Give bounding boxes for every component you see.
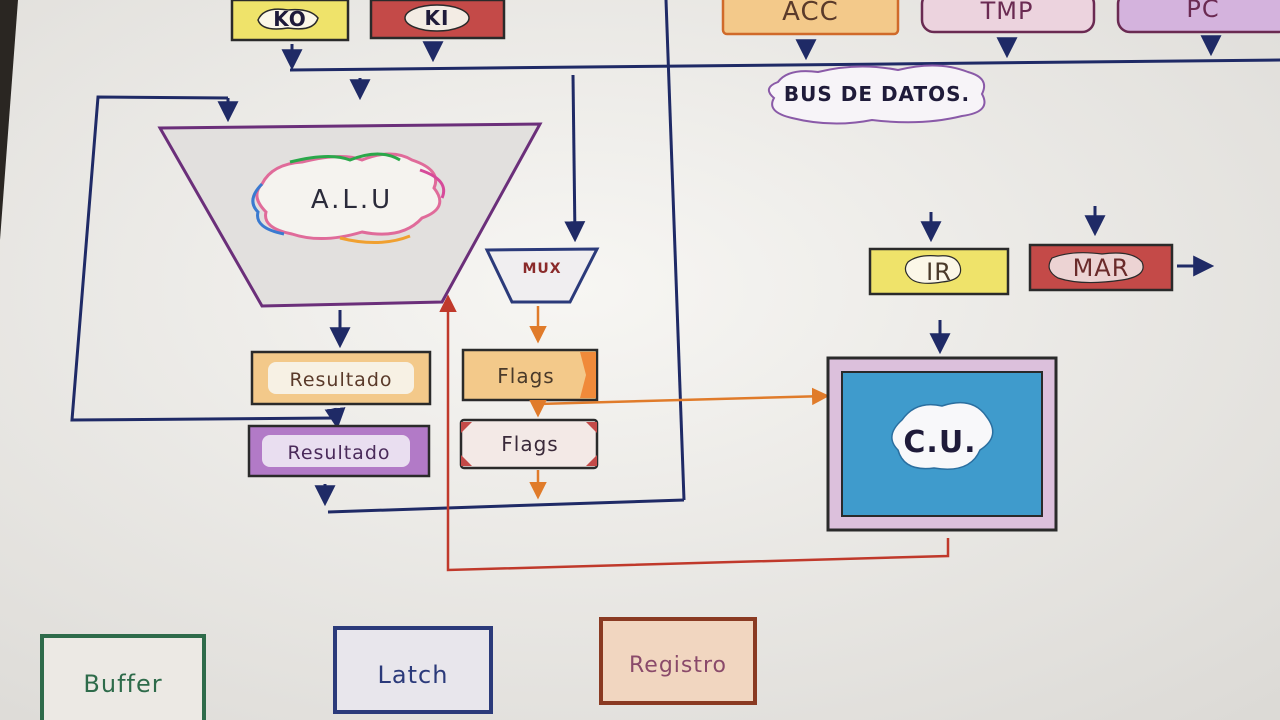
legend-registro-swatch — [599, 617, 757, 705]
control-unit-block — [826, 356, 1058, 532]
acc-register — [721, 0, 900, 36]
pc-register — [1116, 0, 1280, 34]
ko-register — [230, 0, 350, 42]
legend-buffer-swatch — [40, 634, 206, 720]
alu-block — [157, 122, 543, 308]
ki-register — [369, 0, 506, 40]
tmp-register — [920, 0, 1096, 34]
data-bus-lines — [70, 0, 1280, 514]
flags-buffer-box — [459, 418, 599, 470]
mux-block — [484, 247, 600, 304]
mar-register — [1028, 243, 1174, 292]
ir-register — [868, 247, 1010, 296]
bus-arrows — [281, 35, 1222, 507]
legend-latch-swatch — [333, 626, 493, 714]
flag-arrows — [529, 306, 830, 500]
bus-label-cloud — [767, 64, 986, 125]
control-feedback-line — [439, 294, 950, 572]
legend — [40, 617, 757, 720]
flags-register-box — [461, 348, 599, 402]
